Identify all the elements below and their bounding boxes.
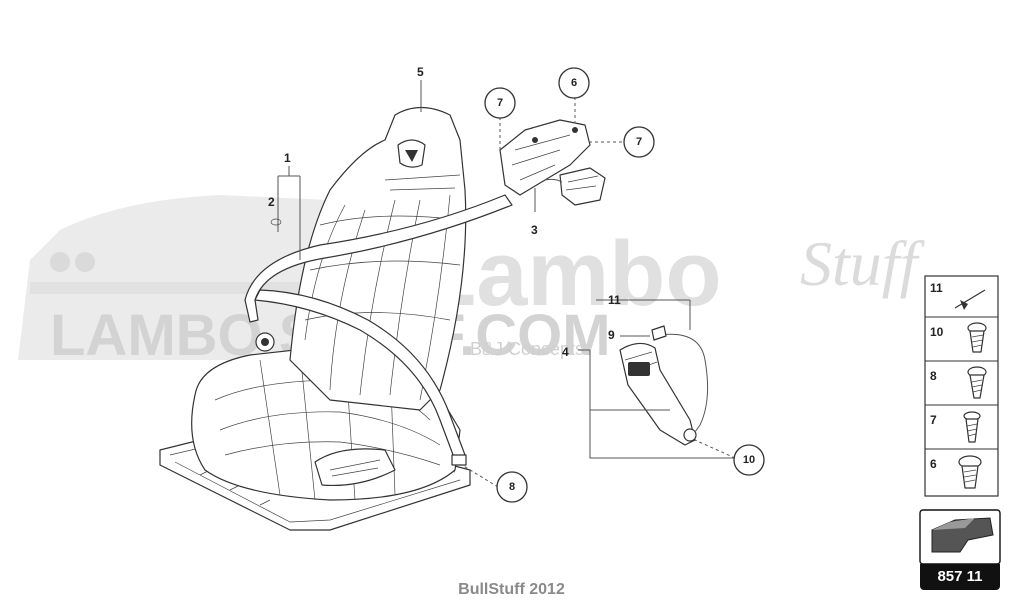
- seat-belt: [244, 194, 513, 466]
- legend-row-10: 10: [930, 322, 987, 353]
- watermark-lambo: Lambo: [420, 223, 722, 325]
- svg-text:6: 6: [571, 77, 577, 89]
- watermark-sub: B&J Concepts: [470, 339, 584, 359]
- svg-text:7: 7: [497, 97, 503, 109]
- svg-text:8: 8: [509, 481, 515, 493]
- callout-7-left: 7: [484, 87, 516, 119]
- legend-panel: 11 10 8 7 6: [924, 275, 999, 497]
- callout-8: 8: [496, 471, 528, 503]
- reference-box: [919, 509, 1001, 565]
- legend-row-7: 7: [930, 411, 981, 443]
- leader-lines: [270, 80, 745, 488]
- buckle-assembly: [619, 325, 709, 446]
- svg-text:11: 11: [930, 281, 943, 295]
- watermark-car-silhouette: [18, 195, 360, 360]
- callout-7-right: 7: [623, 126, 655, 158]
- watermark: LAMBO STUFF.COM Lambo Stuff B&J Concepts: [18, 195, 926, 368]
- label-11: 11: [608, 293, 621, 307]
- svg-text:10: 10: [743, 454, 755, 466]
- plain-labels: 1 2 3 4 5 11 9: [268, 65, 621, 359]
- label-1: 1: [284, 151, 291, 165]
- seat-back: [289, 106, 467, 411]
- svg-text:7: 7: [636, 136, 642, 148]
- watermark-script: Stuff: [800, 228, 926, 299]
- label-3: 3: [531, 223, 538, 237]
- svg-text:6: 6: [930, 457, 937, 471]
- svg-text:8: 8: [930, 369, 937, 383]
- svg-text:7: 7: [930, 413, 937, 427]
- label-2: 2: [268, 195, 275, 209]
- reference-number: 857 11: [920, 564, 1000, 590]
- label-9: 9: [608, 328, 615, 342]
- label-4: 4: [562, 345, 569, 359]
- label-5: 5: [417, 65, 424, 79]
- legend-row-11: 11: [930, 281, 986, 310]
- legend-row-8: 8: [930, 366, 987, 399]
- legend-row-6: 6: [930, 455, 982, 489]
- arrow-icon: [931, 517, 994, 553]
- svg-text:10: 10: [930, 325, 944, 339]
- callout-6: 6: [558, 67, 590, 99]
- callout-10: 10: [733, 444, 765, 476]
- retractor-bracket: [499, 119, 606, 206]
- footer-credit: BullStuff 2012: [458, 581, 565, 598]
